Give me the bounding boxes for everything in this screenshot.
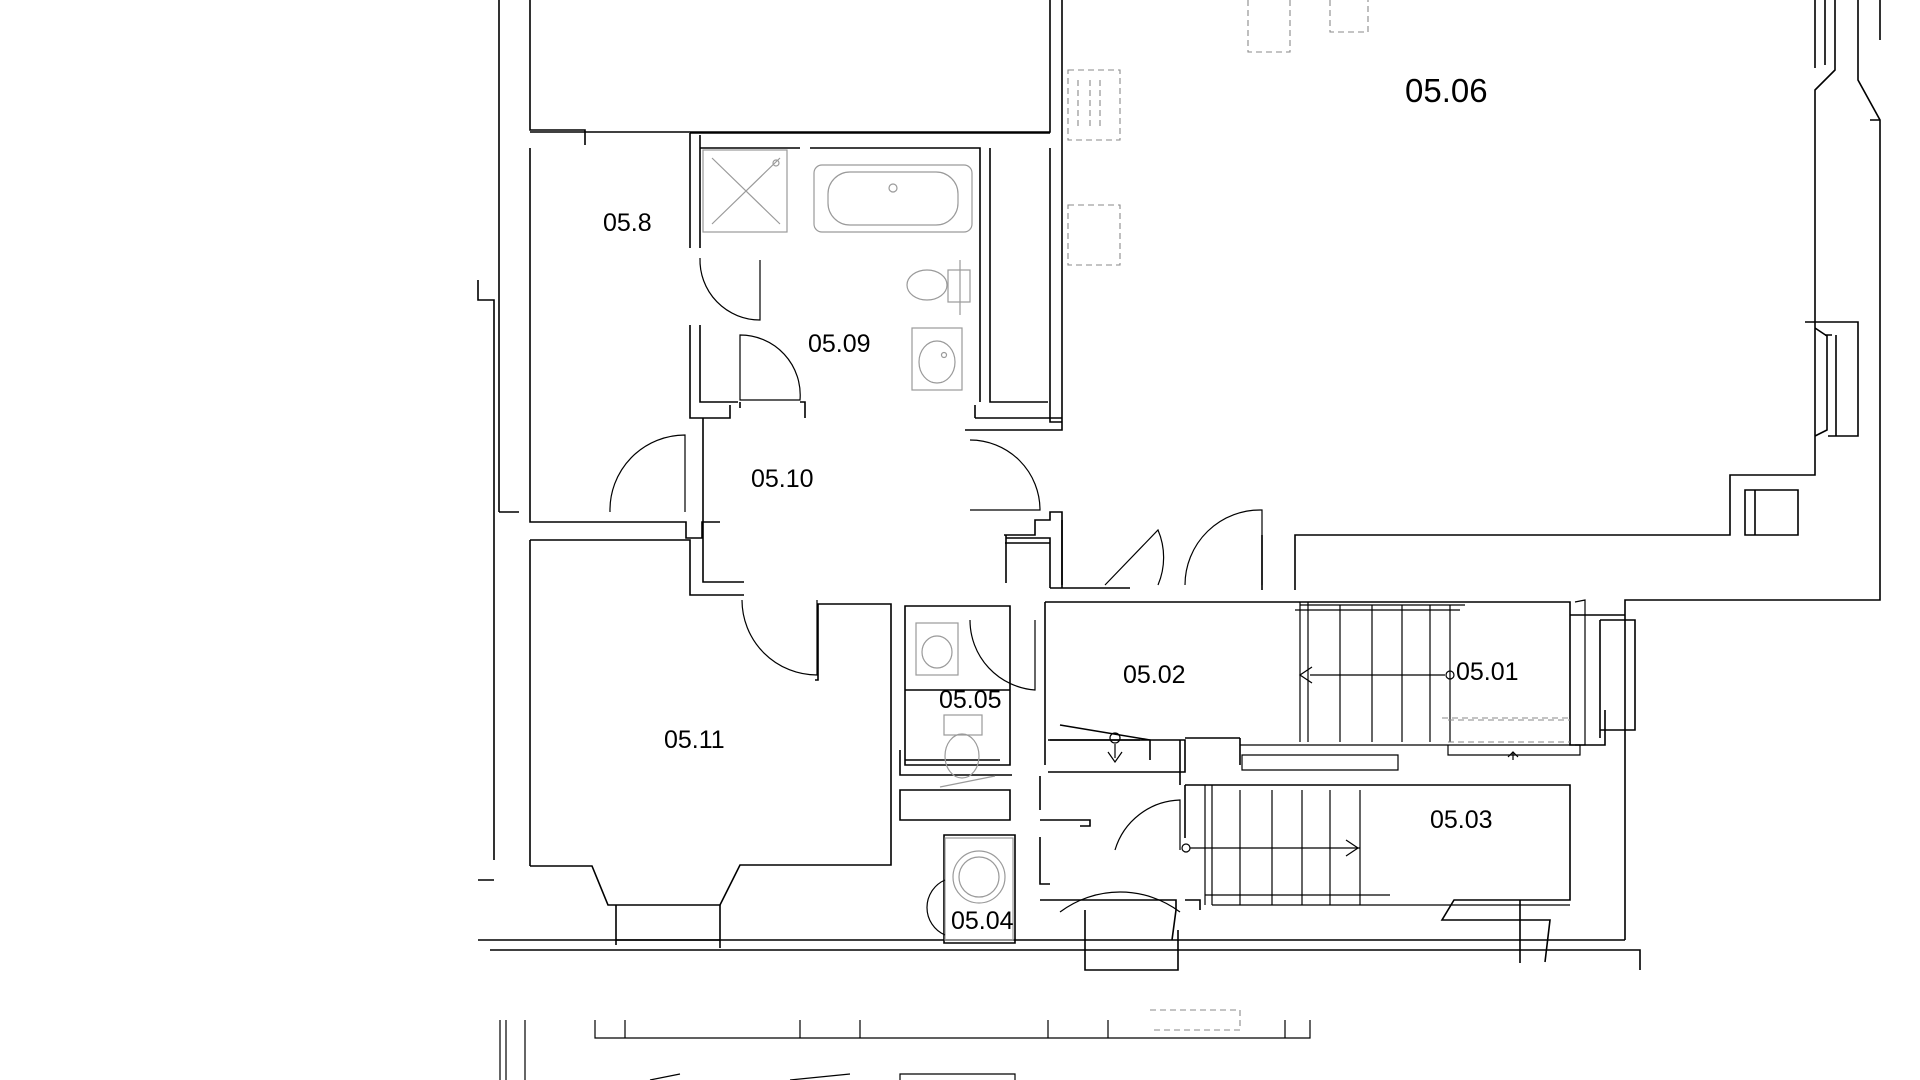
bathtub [813,164,973,233]
toilet [906,269,948,301]
room-label-05-09: 05.09 [808,330,871,358]
wc-basin [915,622,959,676]
terrace-outline [499,1020,1311,1080]
room-label-05-8: 05.8 [603,209,652,237]
room-label-05-05: 05.05 [939,686,1002,714]
wc-fixtures [915,622,1014,941]
staircase-upper [1240,599,1586,771]
room-label-05-10: 05.10 [751,465,814,493]
room-label-05-04: 05.04 [951,907,1014,935]
bathroom-fixtures [702,149,973,391]
shower-tray [702,149,788,233]
window-bays [1744,0,1859,536]
room-label-05-01: 05.01 [1456,658,1519,686]
staircase-lower [1181,785,1570,906]
room-labels: 05.06 05.8 05.09 05.10 05.11 05.05 05.02… [603,72,1519,935]
dashed-outlines [1067,0,1570,1031]
room-label-05-06: 05.06 [1405,72,1488,109]
interior-walls [529,0,1636,971]
wc-toilet [944,733,980,779]
washbasin [911,327,963,391]
room-label-05-03: 05.03 [1430,806,1493,834]
room-label-05-11: 05.11 [664,726,725,754]
door-swings [609,257,1263,936]
washing-machine [944,837,1014,941]
room-label-05-02: 05.02 [1123,661,1186,689]
outer-walls [477,0,1881,970]
